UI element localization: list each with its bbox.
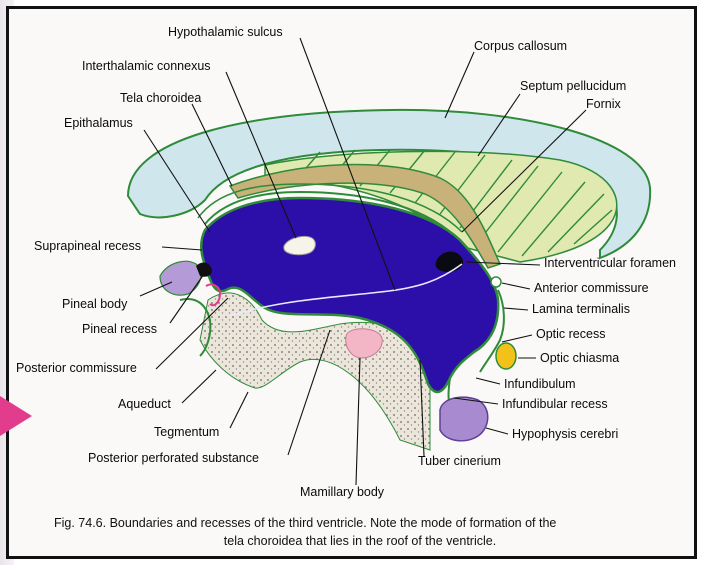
caption-line-1: Fig. 74.6. Boundaries and recesses of th… <box>40 514 680 532</box>
label-lamina-terminalis: Lamina terminalis <box>532 303 630 316</box>
label-pineal-recess: Pineal recess <box>82 323 157 336</box>
caption-line-2: tela choroidea that lies in the roof of … <box>40 532 680 550</box>
hypophysis-cerebri <box>440 397 488 441</box>
label-interventricular-foramen: Interventricular foramen <box>544 257 676 270</box>
optic-chiasma <box>496 343 516 369</box>
label-hypothalamic-sulcus: Hypothalamic sulcus <box>168 26 283 39</box>
label-posterior-commissure: Posterior commissure <box>16 362 137 375</box>
label-mamillary-body: Mamillary body <box>300 486 384 499</box>
label-fornix: Fornix <box>586 98 621 111</box>
label-pineal-body: Pineal body <box>62 298 127 311</box>
figure-caption: Fig. 74.6. Boundaries and recesses of th… <box>40 514 680 550</box>
label-suprapineal-recess: Suprapineal recess <box>34 240 141 253</box>
label-septum-pellucidum: Septum pellucidum <box>520 80 626 93</box>
label-tela-choroidea: Tela choroidea <box>120 92 201 105</box>
label-infundibular-recess: Infundibular recess <box>502 398 608 411</box>
label-optic-chiasma: Optic chiasma <box>540 352 619 365</box>
label-corpus-callosum: Corpus callosum <box>474 40 567 53</box>
label-epithalamus: Epithalamus <box>64 117 133 130</box>
label-tuber-cinerium: Tuber cinerium <box>418 455 501 468</box>
anterior-commissure <box>491 277 501 287</box>
label-posterior-perforated-substance: Posterior perforated substance <box>88 452 259 465</box>
label-interthalamic-connexus: Interthalamic connexus <box>82 60 211 73</box>
label-hypophysis-cerebri: Hypophysis cerebri <box>512 428 618 441</box>
label-optic-recess: Optic recess <box>536 328 605 341</box>
label-tegmentum: Tegmentum <box>154 426 219 439</box>
pineal-body <box>160 261 201 295</box>
label-infundibulum: Infundibulum <box>504 378 576 391</box>
label-aqueduct: Aqueduct <box>118 398 171 411</box>
label-anterior-commissure: Anterior commissure <box>534 282 649 295</box>
